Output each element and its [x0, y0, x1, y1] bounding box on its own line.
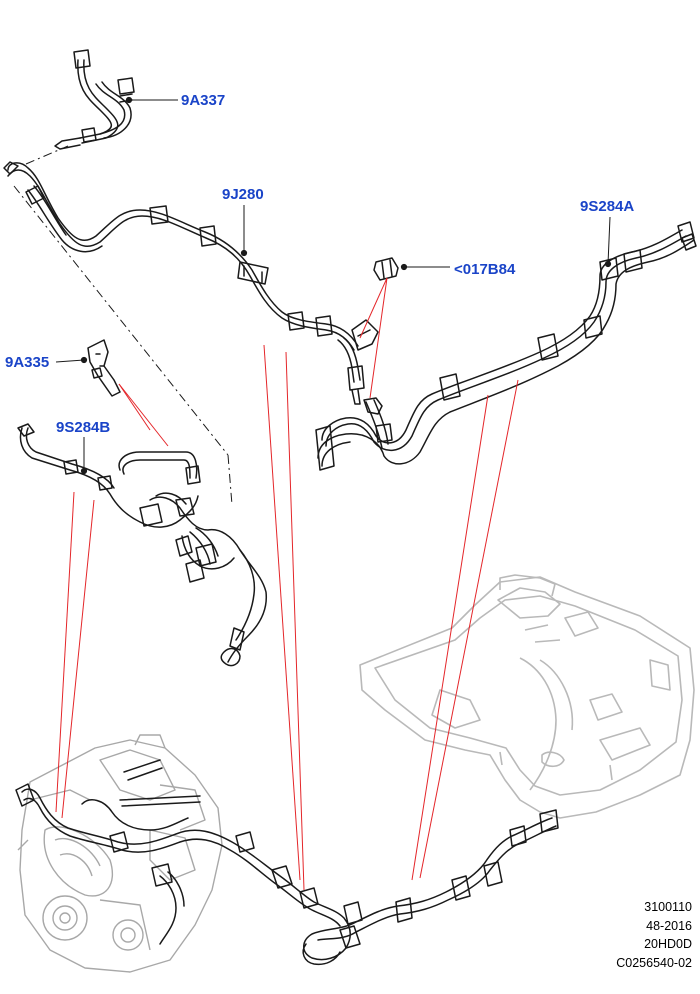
reference-code-4: C0256540-02 — [616, 955, 692, 970]
reference-code-3: 20HD0D — [644, 937, 692, 951]
callout-9S284B[interactable]: 9S284B — [56, 419, 111, 436]
fuel-tank-outline — [359, 574, 695, 819]
alignment-lines — [13, 145, 233, 506]
reference-code-1: 3100110 — [644, 900, 692, 914]
leader-lines-red — [55, 277, 519, 891]
callout-9S284A[interactable]: 9S284A — [580, 198, 635, 215]
callout-9J280[interactable]: 9J280 — [222, 186, 264, 203]
tube-9S284B — [19, 427, 199, 528]
engine-outline — [17, 734, 223, 973]
callout-9A335[interactable]: 9A335 — [5, 354, 50, 371]
tube-9J280 — [7, 162, 359, 347]
bracket-9A335 — [87, 339, 121, 397]
reference-code-2: 48-2016 — [646, 918, 692, 933]
installed-fuel-lines — [21, 788, 553, 961]
diagram-reference-codes: 3100110 48-2016 20HD0D C0256540-02 — [616, 898, 692, 972]
callout-leaders — [55, 96, 612, 475]
hose-9A337 — [77, 59, 112, 139]
fuel-line-assemblies — [3, 49, 697, 966]
callout-017B84[interactable]: <017B84 — [454, 261, 516, 278]
callout-9A337[interactable]: 9A337 — [181, 92, 226, 109]
bracket-017B84 — [373, 257, 399, 281]
